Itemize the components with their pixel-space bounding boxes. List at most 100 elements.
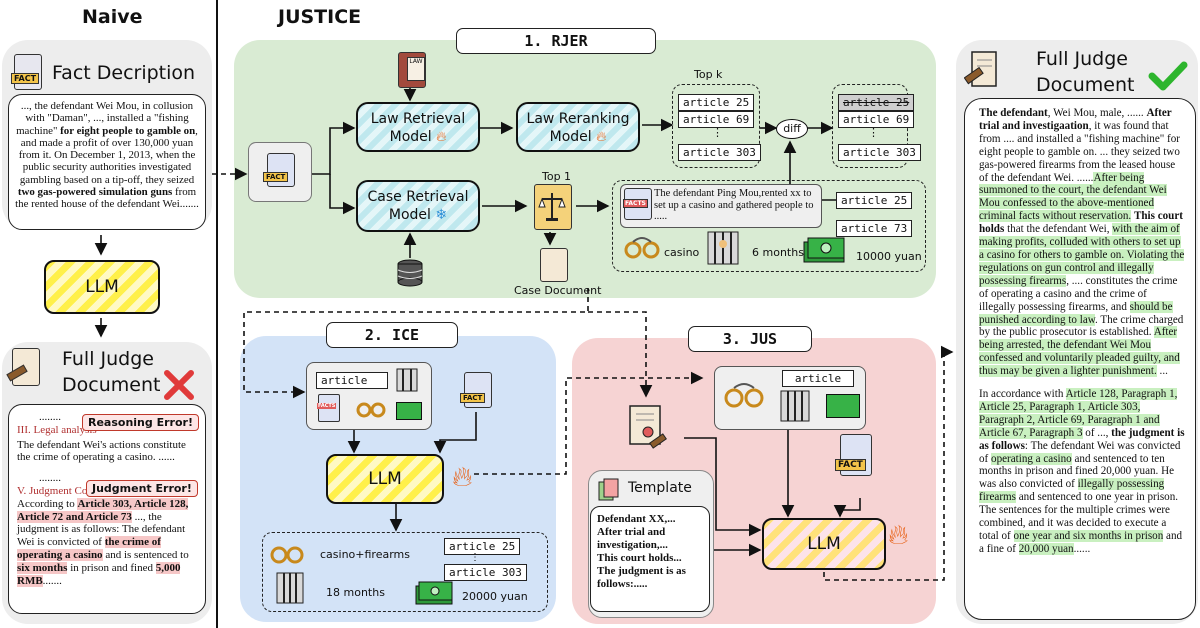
full-doc-p1-segment: ... <box>1156 365 1168 378</box>
case-facts-label: FACTS <box>623 199 648 208</box>
ice-crime-label: casino+firearms <box>320 548 410 561</box>
full-doc-gavel-icon <box>963 50 998 92</box>
jus-scroll-icon <box>626 404 668 454</box>
naive-fact-segment: ..., the defendant Wei Mou, in collusion… <box>16 100 194 137</box>
full-doc-p1-segment: This court holds <box>979 210 1183 236</box>
naive-fact-segment: two gas-powered simulation guns <box>17 186 173 199</box>
diff-node: diff <box>776 119 808 139</box>
template-line-3: This court holds... <box>597 552 682 564</box>
jus-money-icon <box>826 394 860 418</box>
ice-prison-icon <box>396 368 418 392</box>
out-article-303: article 303 <box>838 144 921 161</box>
full-doc-p1-segment: , .... constitutes the crime of operatin… <box>979 274 1178 313</box>
full-doc-p1-segment: , Wei Mou, male, ...... <box>1047 107 1147 119</box>
full-doc-p1-segment: . The crime charged by the public prosec… <box>979 313 1184 339</box>
template-line-1: Defendant XX,... <box>597 513 676 525</box>
naive-fact-segment: for eight people to gamble on <box>60 124 196 137</box>
jus-fire-icon: 🔥︎ <box>888 520 909 551</box>
naive-conclusion-segment: ..., the judgment is as follows: The def… <box>17 510 186 549</box>
ice-out-handcuffs-icon <box>270 540 304 566</box>
gavel-document-icon <box>6 348 40 386</box>
green-check-icon <box>1148 60 1188 92</box>
ice-out-prison-icon <box>276 572 304 604</box>
top-k-ellipsis: ⋮ <box>712 127 723 139</box>
ice-llm-box: LLM <box>326 454 444 504</box>
fire-icon: 🔥︎ <box>596 129 607 145</box>
reasoning-error-tag: Reasoning Error! <box>82 414 199 431</box>
top-k-article-25: article 25 <box>678 94 755 111</box>
case-document-label: Case Document <box>514 284 602 297</box>
naive-doc-text-box: ........ III. Legal analysis The defenda… <box>8 404 206 614</box>
ice-handcuffs-icon <box>356 396 386 420</box>
jus-fact-icon: FACT <box>835 434 872 476</box>
rjer-title: 1. RJER <box>456 28 656 54</box>
case-document-icon <box>540 248 568 282</box>
rjer-fact-label: FACT <box>263 172 289 182</box>
template-line-2: After trial and investigation,... <box>597 526 668 551</box>
top-1-label: Top 1 <box>542 170 572 183</box>
out-article-69: article 69 <box>838 111 915 128</box>
full-doc-p2-segment: 20,000 yuan <box>1018 542 1074 555</box>
ice-article-303: article 303 <box>444 564 527 581</box>
naive-conclusion-segment: and is sentenced to <box>102 548 189 561</box>
dots-1: ........ <box>39 411 61 423</box>
full-doc-paragraph-1: The defendant, Wei Mou, male, ...... Aft… <box>979 107 1185 378</box>
full-doc-p2-segment: and sentenced to one year in prison. The… <box>979 491 1179 542</box>
casino-label: casino <box>664 246 700 259</box>
template-text-box: Defendant XX,... After trial and investi… <box>590 506 710 612</box>
case-article-25: article 25 <box>836 192 913 209</box>
case-fact-card <box>620 184 822 228</box>
fire-icon: 🔥︎ <box>436 129 447 145</box>
jus-article-label: article <box>782 370 854 387</box>
ice-money-icon <box>396 402 422 420</box>
fact-label: FACT <box>11 73 40 84</box>
full-doc-p1-segment: should be punished according to law <box>979 300 1173 326</box>
months-label: 6 months <box>752 246 804 259</box>
naive-fact-segment: from the rented house of the defendant W… <box>15 186 199 211</box>
naive-fact-text-box: ..., the defendant Wei Mou, in collusion… <box>8 94 206 230</box>
ice-facts-label: FACTS <box>317 403 337 409</box>
naive-doc-title-line1: Full Judge <box>62 348 154 370</box>
full-doc-p2-segment: and a fine of <box>979 530 1183 555</box>
full-doc-p2-segment: one year and six months in prison <box>1013 530 1164 542</box>
jus-llm-label: LLM <box>807 534 841 554</box>
ice-ellipsis: ⋮ <box>470 552 480 563</box>
law-retrieval-model: Law Retrieval Model 🔥︎ <box>356 102 480 152</box>
full-doc-p1-segment: After trial and investigaation <box>979 107 1172 132</box>
top-k-article-69: article 69 <box>678 111 755 128</box>
law-reranking-line1: Law Reranking <box>526 111 630 127</box>
ice-output-box <box>262 532 548 612</box>
full-doc-p2-segment: : The defendant Wei was convicted of <box>979 439 1181 465</box>
out-article-25: article 25 <box>838 94 915 111</box>
naive-conclusion-segment: According to <box>17 497 78 510</box>
template-icon <box>598 478 620 502</box>
top-k-article-303: article 303 <box>678 144 761 161</box>
ice-fact-icon: FACT <box>460 372 492 408</box>
template-line-4: The judgment is as follows:..... <box>597 565 686 590</box>
full-doc-paragraph-2: In accordance with Article 128, Paragrap… <box>979 388 1185 556</box>
ice-llm-label: LLM <box>368 469 402 489</box>
law-retrieval-line1: Law Retrieval <box>370 111 466 127</box>
case-scales-icon <box>534 184 572 230</box>
full-doc-p2-segment: In accordance with <box>979 388 1066 401</box>
diff-label: diff <box>783 122 801 135</box>
database-icon <box>396 258 424 288</box>
justice-header: JUSTICE <box>278 6 362 28</box>
ice-title: 2. ICE <box>326 322 458 348</box>
full-doc-p1-segment: After being arrested, the defendant Wei … <box>979 326 1180 378</box>
ice-fire-icon: 🔥︎ <box>452 462 473 493</box>
full-doc-p1-segment: that the defendant Wei, <box>1004 223 1113 236</box>
legal-analysis-text: The defendant Wei's actions constitute t… <box>17 438 186 464</box>
jus-handcuffs-icon <box>724 376 764 412</box>
ice-fact-label: FACT <box>460 393 486 403</box>
ice-article-label: article <box>316 372 388 389</box>
judgment-conclusion-text: According to Article 303, Article 128, A… <box>17 497 197 588</box>
yuan-label: 10000 yuan <box>856 250 922 263</box>
full-doc-p1-segment: The defendant <box>979 107 1048 119</box>
rjer-fact-card: FACT <box>248 142 312 202</box>
jus-fact-label: FACT <box>835 459 866 471</box>
red-x-icon <box>162 368 196 402</box>
ice-yuan-label: 20000 yuan <box>462 590 528 603</box>
naive-fact-text: ..., the defendant Wei Mou, in collusion… <box>15 100 199 210</box>
